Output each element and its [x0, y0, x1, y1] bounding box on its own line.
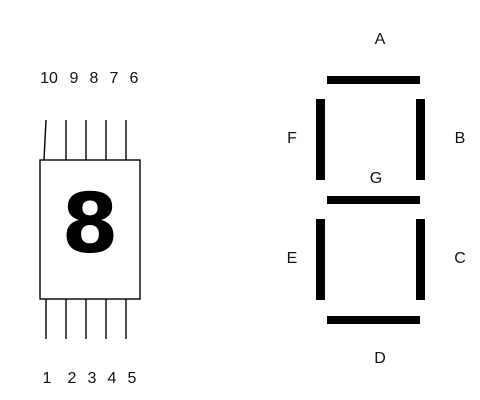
- bottom-pin-label-2: 2: [68, 370, 77, 387]
- segment-a: [327, 76, 420, 84]
- segment-label-e: E: [287, 250, 298, 267]
- segment-label-f: F: [287, 130, 297, 147]
- segment-label-g: G: [370, 170, 382, 187]
- top-pins: [43, 119, 127, 161]
- segment-c: [416, 219, 425, 300]
- bottom-pin-label-5: 5: [128, 370, 137, 387]
- package-body: [39, 159, 141, 300]
- segment-labels: A F B G E C D: [287, 31, 466, 367]
- top-pin-label-10: 10: [40, 70, 58, 87]
- segment-f: [316, 99, 325, 180]
- segment-d: [327, 316, 420, 324]
- bottom-pin-label-4: 4: [108, 370, 117, 387]
- segment-map: [316, 76, 425, 324]
- segment-b: [416, 99, 425, 180]
- segment-e: [316, 219, 325, 300]
- top-pin-label-9: 9: [70, 70, 79, 87]
- top-pin-label-6: 6: [130, 70, 139, 87]
- top-pin-label-8: 8: [90, 70, 99, 87]
- segment-label-c: C: [454, 250, 466, 267]
- bottom-pin-label-3: 3: [88, 370, 97, 387]
- digit-glyph: 8: [61, 177, 118, 272]
- bottom-pins: [45, 299, 127, 339]
- top-pin-label-7: 7: [110, 70, 119, 87]
- top-pin-10: [43, 119, 47, 161]
- display-package: 10 9 8 7 6 8 1 2 3 4 5: [39, 70, 141, 387]
- segment-label-a: A: [375, 31, 386, 48]
- segment-label-d: D: [374, 350, 386, 367]
- segment-label-b: B: [455, 130, 466, 147]
- segment-g: [327, 196, 420, 204]
- bottom-pin-label-1: 1: [43, 370, 52, 387]
